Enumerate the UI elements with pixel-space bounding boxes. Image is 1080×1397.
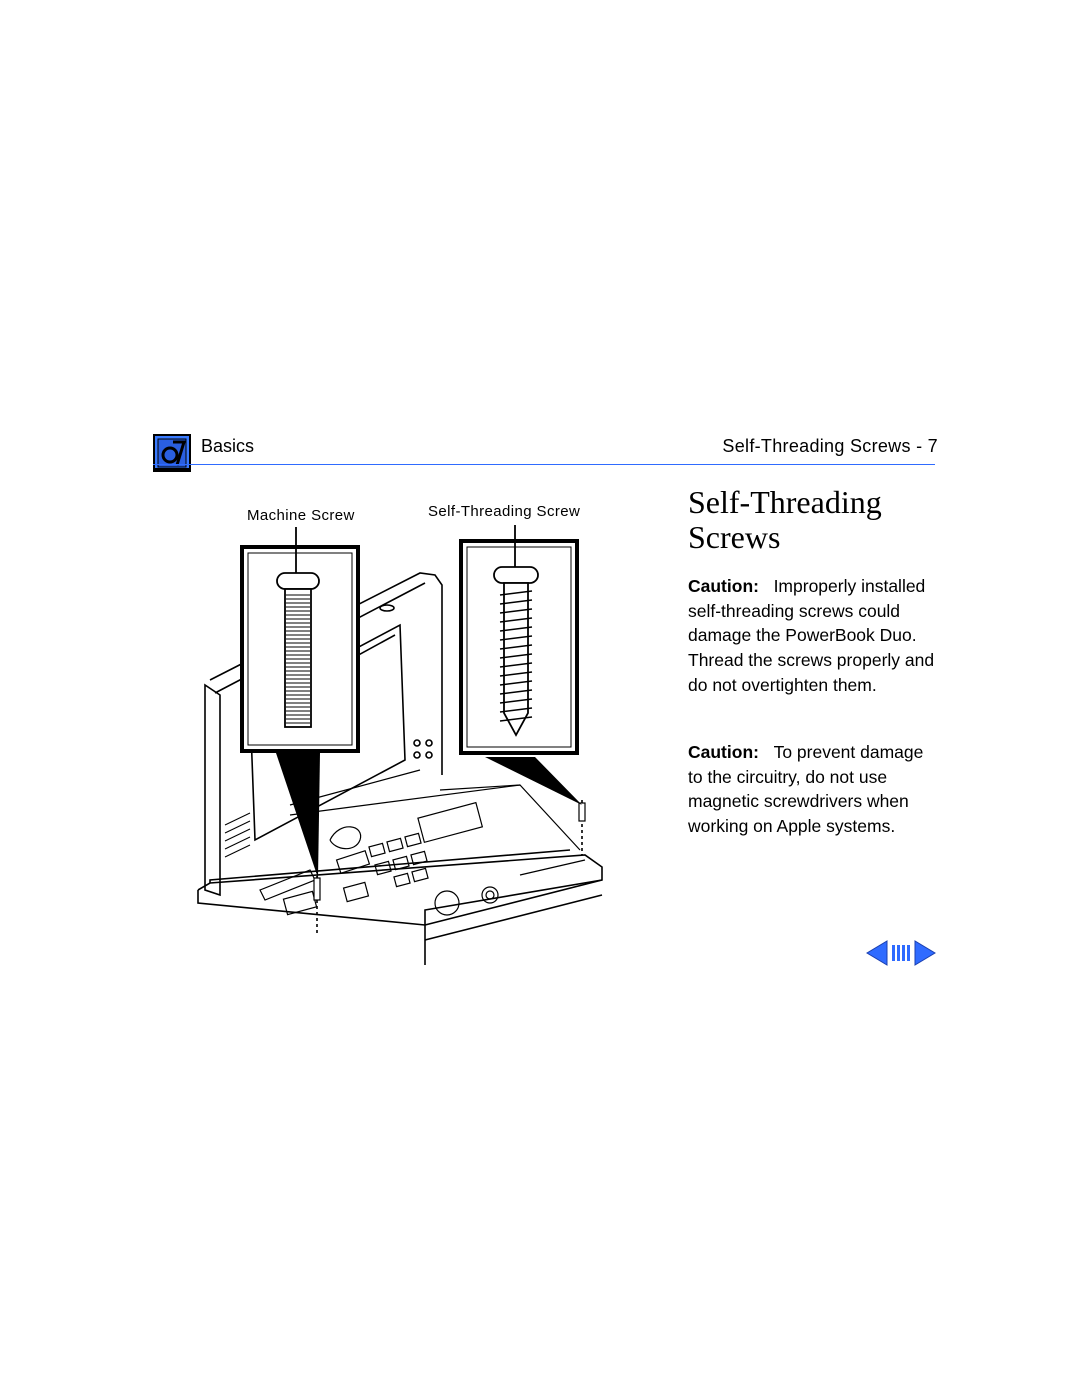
caution-1-text: Improperly installed self-threading scre… (688, 576, 935, 695)
page-navigation (866, 940, 936, 966)
page-reference: Self-Threading Screws - 7 (722, 436, 938, 456)
next-page-arrow-icon[interactable] (914, 940, 936, 966)
self-threading-screw-label: Self-Threading Screw (428, 503, 581, 520)
caution-paragraph-2: Caution: To prevent damage to the circui… (688, 740, 938, 839)
page-title: Self-Threading Screws (688, 484, 882, 555)
section-name: Basics (201, 436, 255, 456)
powerbook-duo-drawing (197, 525, 603, 965)
toolbox-logo-icon[interactable] (153, 434, 191, 472)
caution-2-text: To prevent damage to the circuitry, do n… (688, 742, 924, 837)
contents-bars-icon[interactable] (890, 940, 912, 966)
caution-1-lead: Caution: (688, 576, 759, 596)
previous-page-arrow-icon[interactable] (866, 940, 888, 966)
caution-2-lead: Caution: (688, 742, 759, 762)
screw-illustration: Machine Screw Self-Threading Screw (190, 495, 615, 970)
header-divider (153, 464, 935, 465)
caution-paragraph-1: Caution: Improperly installed self-threa… (688, 574, 938, 698)
machine-screw-label: Machine Screw (247, 507, 355, 524)
